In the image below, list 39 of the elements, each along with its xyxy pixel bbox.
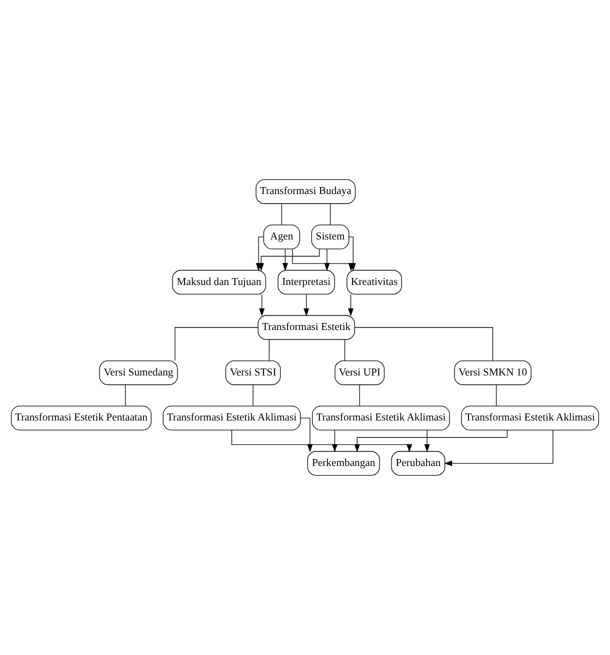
node-box: Kreativitas bbox=[346, 270, 402, 295]
arrow bbox=[282, 248, 288, 272]
arrow bbox=[348, 294, 354, 316]
node-box: Agen bbox=[263, 224, 300, 250]
arrow bbox=[332, 430, 338, 452]
node-box: Transformasi Estetik Pentaatan bbox=[11, 406, 152, 430]
connector bbox=[252, 384, 254, 406]
arrow bbox=[424, 430, 430, 452]
node-box: Maksud dan Tujuan bbox=[172, 270, 266, 295]
connector bbox=[354, 327, 494, 361]
connector bbox=[330, 203, 331, 226]
arrow bbox=[324, 248, 330, 272]
node-box: Transformasi Estetik Aklimasi bbox=[461, 406, 599, 430]
node-box: Versi Sumedang bbox=[99, 360, 178, 386]
connector bbox=[281, 203, 282, 226]
node-box: Versi SMKN 10 bbox=[454, 360, 532, 386]
connector bbox=[174, 327, 258, 361]
node-box: Transformasi Estetik Aklimasi bbox=[312, 406, 450, 430]
arrow bbox=[258, 248, 320, 272]
arrow bbox=[444, 430, 554, 466]
arrow bbox=[354, 430, 508, 452]
connector bbox=[125, 384, 126, 406]
node-box: Transformasi Estetik Aklimasi bbox=[162, 406, 301, 430]
arrow bbox=[304, 294, 310, 316]
connector bbox=[344, 339, 346, 361]
node-box: Transformasi Budaya bbox=[256, 179, 356, 204]
node-box: Perkembangan bbox=[307, 451, 380, 476]
node-box: Perubahan bbox=[391, 451, 446, 476]
connector bbox=[359, 384, 360, 406]
arrow bbox=[300, 418, 313, 452]
node-box: Sistem bbox=[311, 224, 350, 250]
node-box: Versi STSI bbox=[225, 360, 281, 386]
connector bbox=[496, 384, 497, 406]
connector bbox=[268, 339, 270, 361]
arrow bbox=[231, 430, 412, 452]
arrow bbox=[259, 294, 265, 316]
node-box: Interpretasi bbox=[278, 270, 335, 295]
node-box: Transformasi Estetik bbox=[258, 315, 355, 340]
node-box: Versi UPI bbox=[334, 360, 385, 386]
